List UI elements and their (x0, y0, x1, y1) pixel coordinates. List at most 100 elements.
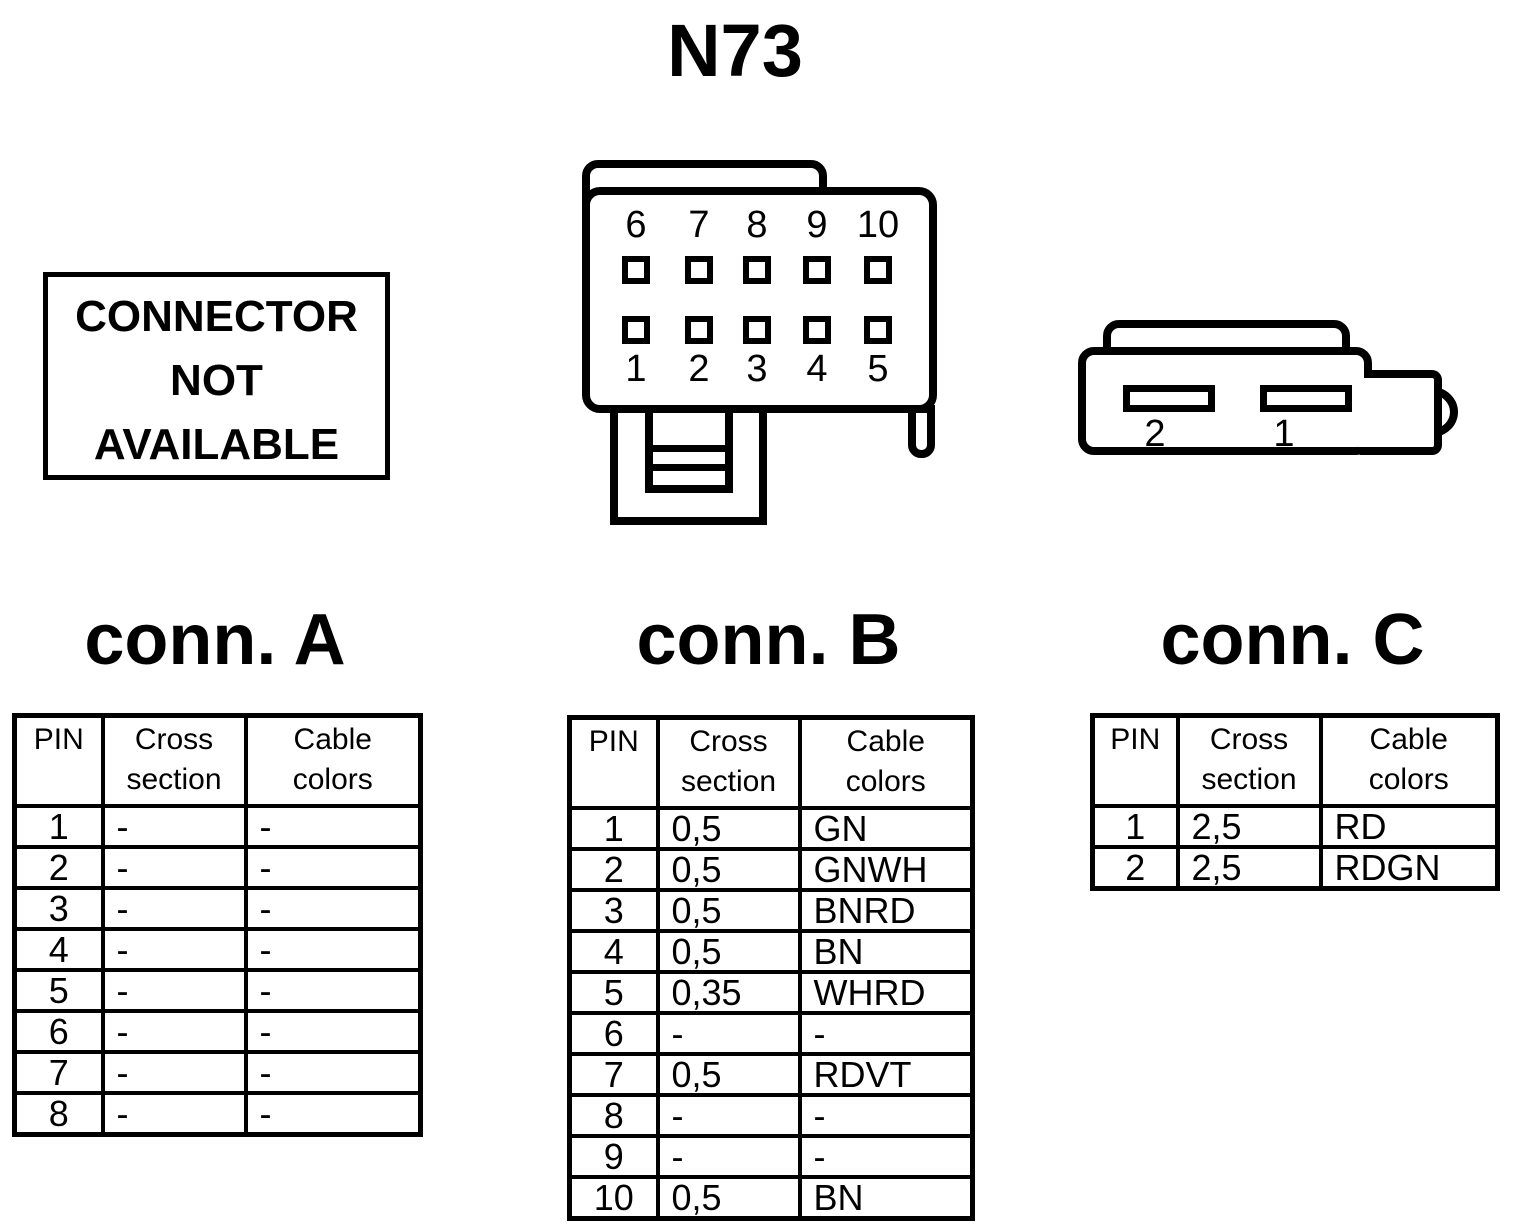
cross-section-cell: 0,35 (655, 970, 802, 1015)
connector-b-body (582, 187, 937, 413)
pin-cell: 5 (567, 970, 660, 1015)
pin-square-5 (864, 316, 892, 344)
cross-section-cell: 2,5 (1175, 804, 1323, 849)
pin-square-3 (743, 316, 771, 344)
cross-section-cell: 0,5 (655, 929, 802, 974)
cable-colors-cell: RDVT (797, 1052, 975, 1097)
pin-cell: 4 (567, 929, 660, 974)
slot-label-2: 2 (1144, 413, 1166, 455)
cable-colors-cell: - (797, 1093, 975, 1138)
pin-cell: 1 (12, 804, 105, 849)
cross-section-header: Cross section (1175, 713, 1323, 808)
pin-cell: 2 (1090, 845, 1180, 891)
cable-colors-cell: - (243, 1091, 423, 1137)
header-row: PIN Cross section Cable colors (12, 713, 423, 808)
cable-colors-cell: GN (797, 806, 975, 851)
cable-colors-cell: - (243, 886, 423, 931)
cable-colors-cell: - (797, 1011, 975, 1056)
connector-c-joint (1358, 378, 1374, 447)
pin-cell: 5 (12, 968, 105, 1013)
cable-colors-header: Cable colors (797, 715, 975, 810)
pin-header: PIN (1090, 713, 1180, 808)
table-row: 6-- (567, 1011, 975, 1056)
pin-cell: 10 (567, 1175, 660, 1221)
cross-section-cell: 0,5 (655, 847, 802, 892)
cross-section-cell: - (100, 927, 248, 972)
pin-square-10 (864, 256, 892, 284)
na-line-2: NOT (170, 356, 263, 405)
cable-colors-cell: BN (797, 929, 975, 974)
cable-colors-cell: - (243, 804, 423, 849)
table-row: 8-- (12, 1091, 423, 1137)
device-label: N73 (667, 9, 803, 92)
pin-label-1: 1 (625, 348, 647, 390)
cable-colors-header: Cable colors (1318, 713, 1500, 808)
cross-section-cell: 2,5 (1175, 845, 1323, 891)
cable-colors-cell: - (797, 1134, 975, 1179)
pin-cell: 3 (567, 888, 660, 933)
pin-cell: 4 (12, 927, 105, 972)
table-row: 4-- (12, 927, 423, 972)
cross-section-cell: - (100, 968, 248, 1013)
pin-label-4: 4 (806, 348, 828, 390)
cross-section-cell: 0,5 (655, 888, 802, 933)
cable-colors-cell: RD (1318, 804, 1500, 849)
table-row: 3-- (12, 886, 423, 931)
conn-b-title: conn. B (636, 600, 901, 680)
pin-square-1 (622, 316, 650, 344)
table-row: 8-- (567, 1093, 975, 1138)
cross-section-cell: - (100, 1009, 248, 1054)
conn-c-title: conn. C (1160, 600, 1425, 680)
table-row: 2-- (12, 845, 423, 890)
pin-header: PIN (567, 715, 660, 810)
cross-section-cell: 0,5 (655, 806, 802, 851)
cross-section-cell: - (100, 1091, 248, 1137)
cable-colors-cell: BN (797, 1175, 975, 1221)
cross-section-cell: - (100, 804, 248, 849)
pin-label-8: 8 (746, 204, 768, 246)
cable-colors-cell: BNRD (797, 888, 975, 933)
cross-section-header: Cross section (100, 713, 248, 808)
pin-square-8 (743, 256, 771, 284)
cable-colors-cell: - (243, 968, 423, 1013)
cable-colors-cell: - (243, 1009, 423, 1054)
connector-c-slot-2 (1123, 385, 1215, 412)
pin-square-7 (685, 256, 713, 284)
pin-square-2 (685, 316, 713, 344)
pin-square-6 (622, 256, 650, 284)
cross-section-cell: 0,5 (655, 1175, 802, 1221)
cable-colors-header: Cable colors (243, 713, 423, 808)
table-row: 9-- (567, 1134, 975, 1179)
pin-label-6: 6 (625, 204, 647, 246)
pin-label-10: 10 (856, 204, 900, 246)
slot-label-1: 1 (1273, 413, 1295, 455)
cable-colors-cell: RDGN (1318, 845, 1500, 891)
latch-line-2 (653, 464, 725, 471)
header-row: PIN Cross section Cable colors (1090, 713, 1500, 808)
table-row: 5-- (12, 968, 423, 1013)
pin-label-5: 5 (867, 348, 889, 390)
connector-not-available-box: CONNECTOR NOT AVAILABLE (43, 272, 390, 480)
cross-section-cell: - (655, 1011, 802, 1056)
cable-colors-cell: - (243, 845, 423, 890)
cross-section-cell: - (100, 1050, 248, 1095)
conn-a-table: PIN Cross section Cable colors 1--2--3--… (12, 713, 423, 1137)
cross-section-cell: - (655, 1093, 802, 1138)
cross-section-cell: - (655, 1134, 802, 1179)
connector-c-slot-1 (1260, 385, 1352, 412)
pin-square-9 (803, 256, 831, 284)
pin-label-2: 2 (688, 348, 710, 390)
latch-line-1 (653, 445, 725, 452)
pin-label-9: 9 (806, 204, 828, 246)
cable-colors-cell: - (243, 1050, 423, 1095)
pin-square-4 (803, 316, 831, 344)
cable-colors-cell: WHRD (797, 970, 975, 1015)
pin-cell: 7 (12, 1050, 105, 1095)
